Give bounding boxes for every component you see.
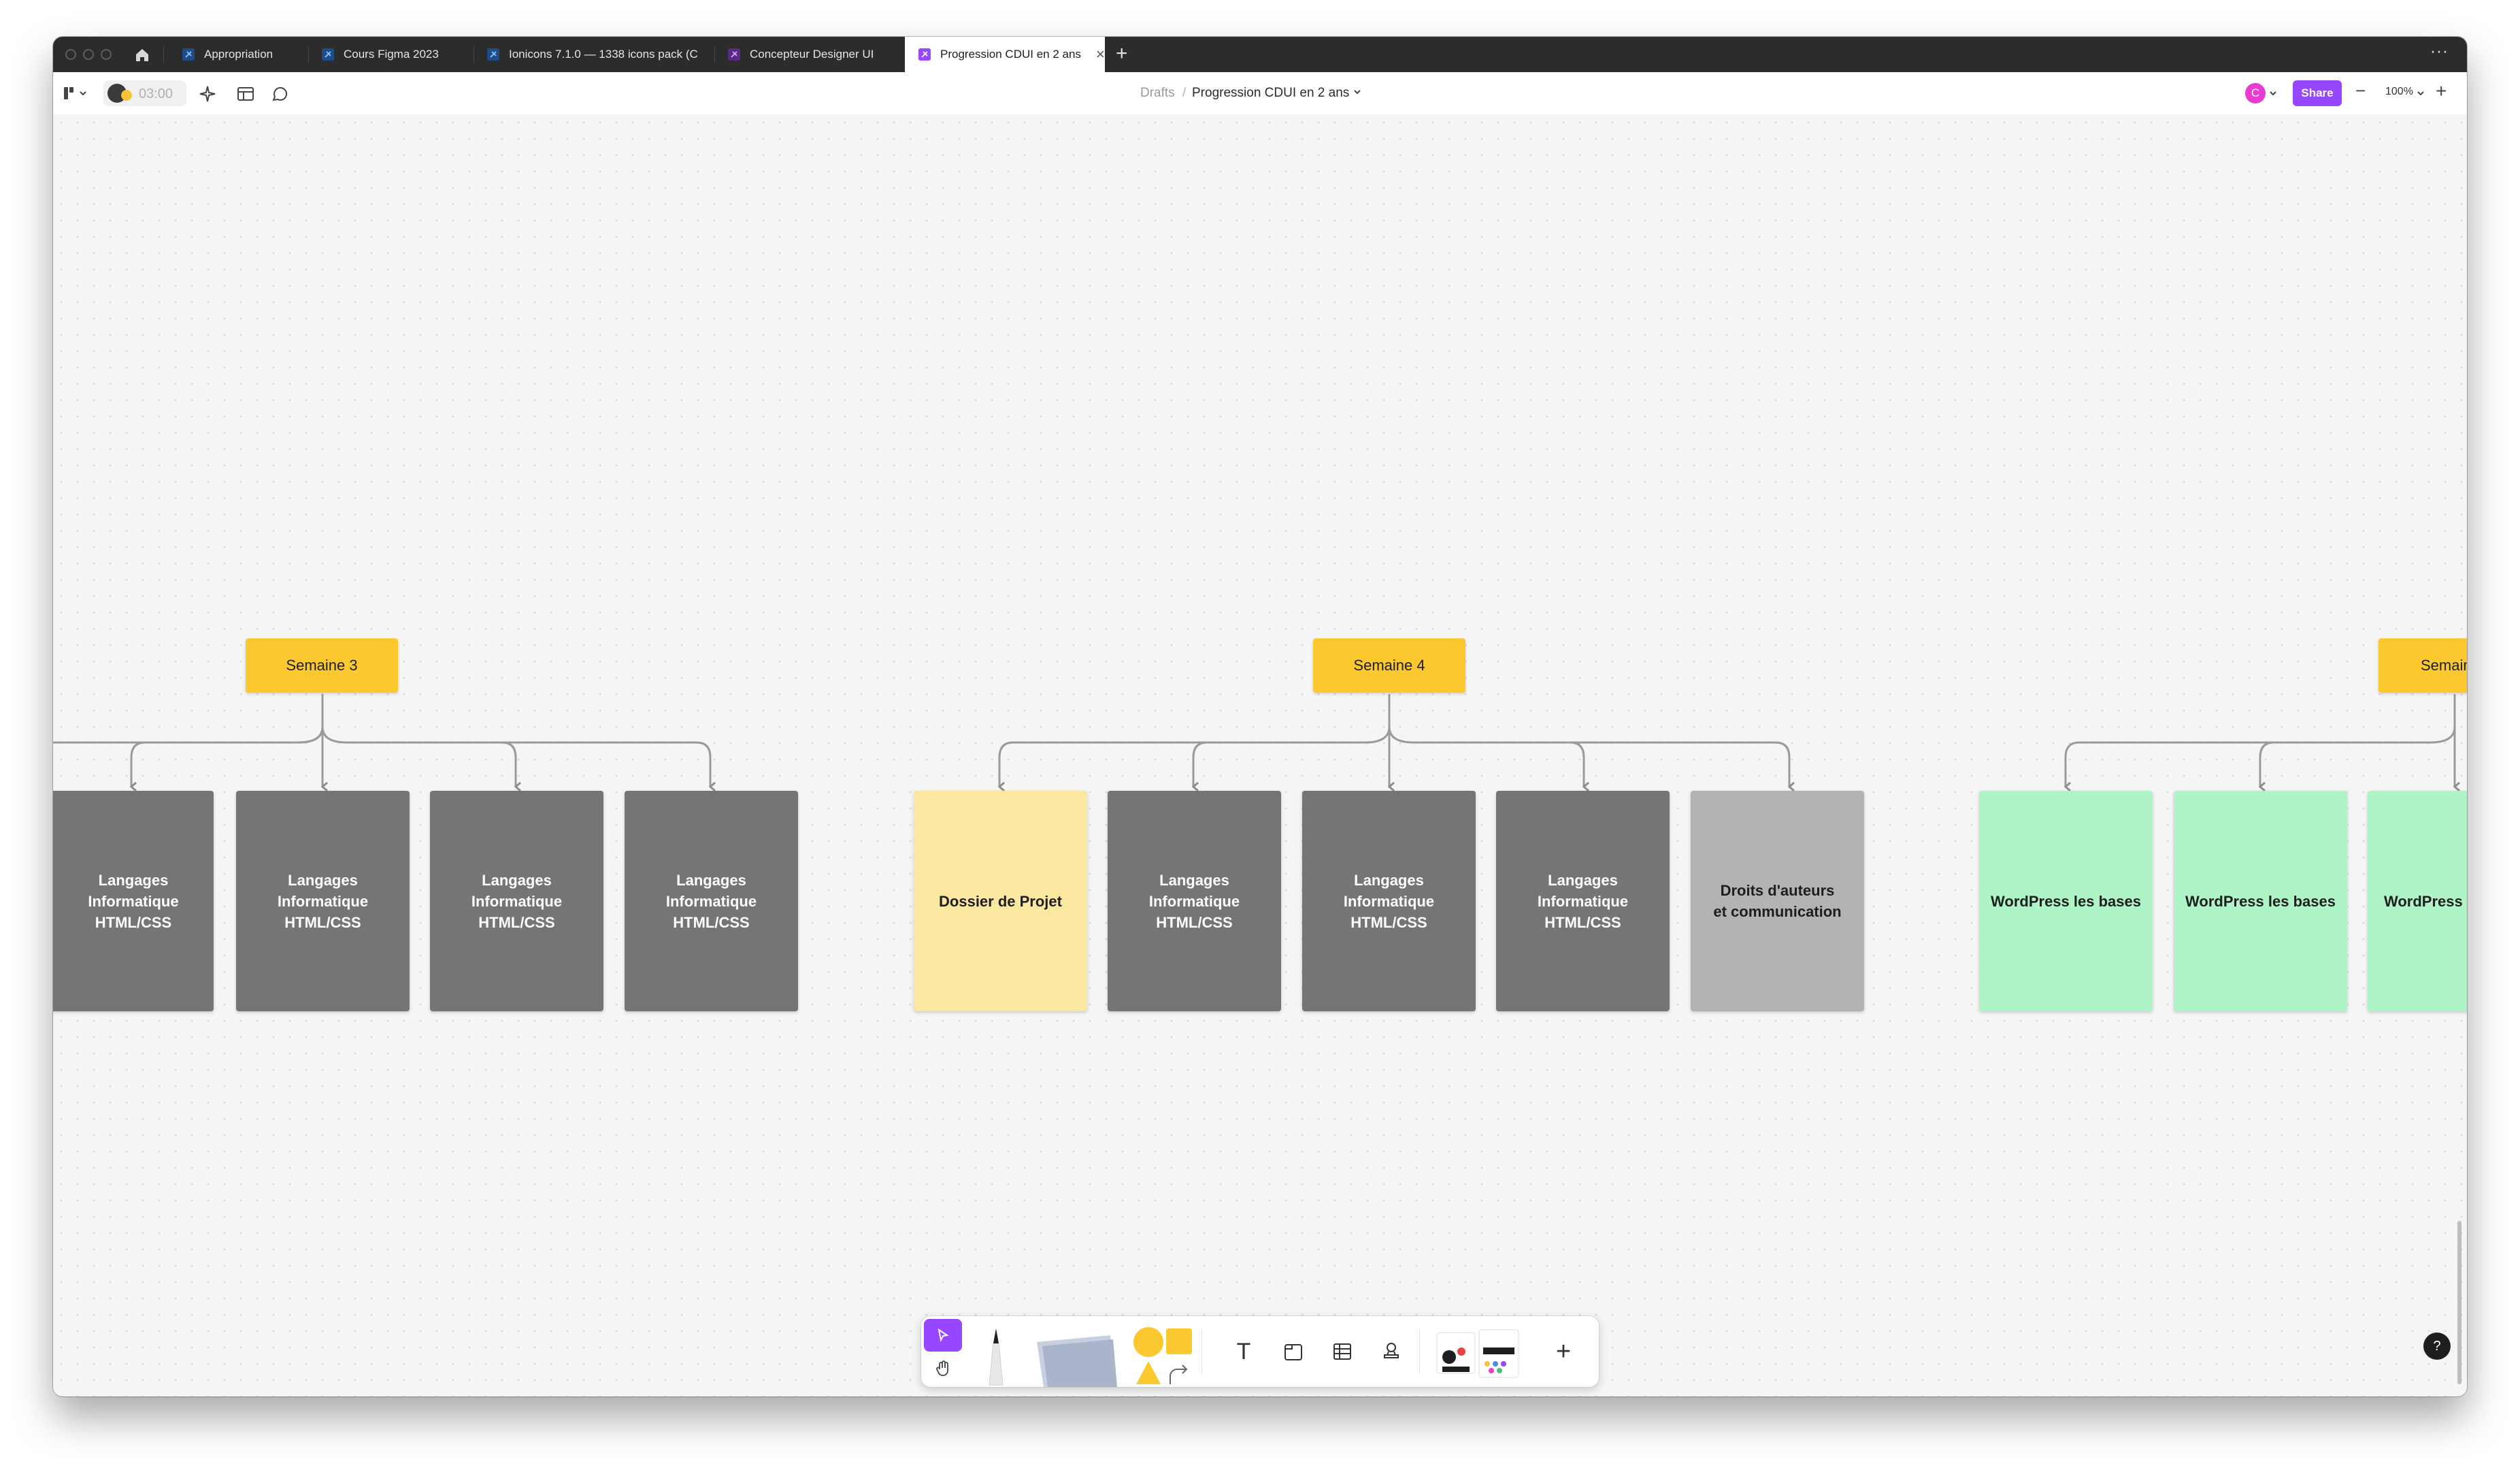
tab-label: Concepteur Designer UI — [750, 48, 874, 61]
share-button[interactable]: Share — [2293, 80, 2342, 106]
bottom-toolbar: T + — [921, 1316, 1599, 1387]
course-card[interactable]: Langages Informatique HTML/CSS — [53, 791, 214, 1011]
course-card[interactable]: Dossier de Projet — [914, 791, 1087, 1011]
widgets-button[interactable] — [1429, 1327, 1528, 1384]
sticky-note-icon — [1037, 1335, 1117, 1387]
shape-tool[interactable] — [1132, 1326, 1193, 1387]
card-label: Langages Informatique HTML/CSS — [665, 871, 757, 931]
course-card[interactable]: Langages Informatique HTML/CSS — [625, 791, 798, 1011]
plus-icon: + — [1555, 1337, 1572, 1366]
tab-cours-figma[interactable]: Cours Figma 2023 — [308, 37, 471, 72]
user-avatar[interactable]: C — [2245, 83, 2266, 103]
more-menu-icon[interactable]: ··· — [2430, 42, 2449, 61]
star-icon — [121, 90, 132, 101]
timer-widget[interactable]: 03:00 — [103, 80, 186, 106]
table-tool-button[interactable] — [1325, 1337, 1359, 1367]
card-label: WordPress les bases — [1991, 892, 2141, 910]
widgets-icon — [1436, 1329, 1519, 1378]
card-label: WordPress les bases — [2185, 892, 2336, 910]
tab-appropriation[interactable]: Appropriation — [169, 37, 305, 72]
stamp-tool-button[interactable] — [1374, 1337, 1408, 1367]
course-card[interactable]: Langages Informatique HTML/CSS — [430, 791, 603, 1011]
top-toolbar: 03:00 Drafts / Progression CDUI en 2 ans… — [53, 72, 2467, 115]
tab-label: Appropriation — [204, 48, 273, 61]
course-card[interactable]: Langages Informatique HTML/CSS — [1302, 791, 1476, 1011]
tab-concepteur-designer[interactable]: Concepteur Designer UI — [714, 37, 897, 72]
new-tab-button[interactable]: + — [1116, 42, 1128, 65]
card-label: Langages Informatique HTML/CSS — [471, 871, 563, 931]
course-card[interactable]: WordPress les bases — [2368, 791, 2467, 1011]
tab-label: Progression CDUI en 2 ans — [940, 48, 1081, 61]
select-tool-button[interactable] — [924, 1319, 962, 1352]
figma-file-icon — [182, 48, 195, 61]
add-more-button[interactable]: + — [1544, 1337, 1582, 1367]
help-button[interactable]: ? — [2423, 1333, 2451, 1360]
tab-label: Ionicons 7.1.0 — 1338 icons pack (C — [509, 48, 698, 61]
minimize-window-control[interactable] — [83, 49, 94, 60]
breadcrumb-separator: / — [1182, 86, 1187, 100]
course-card[interactable]: WordPress les bases — [1979, 791, 2153, 1011]
app-window: Appropriation Cours Figma 2023 Ionicons … — [53, 37, 2467, 1396]
vertical-scrollbar[interactable] — [2457, 1221, 2461, 1384]
sticky-note-tool[interactable] — [1030, 1328, 1120, 1387]
tab-bar: Appropriation Cours Figma 2023 Ionicons … — [53, 37, 2467, 72]
week-4-sticky[interactable]: Semaine 4 — [1313, 638, 1465, 693]
shapes-icon — [1133, 1327, 1192, 1384]
marker-tool[interactable] — [973, 1323, 1019, 1386]
card-label: Langages Informatique HTML/CSS — [277, 871, 369, 931]
card-label: Dossier de Projet — [939, 892, 1062, 910]
chevron-down-icon[interactable] — [2417, 88, 2425, 97]
card-label: Langages Informatique HTML/CSS — [1537, 871, 1629, 931]
main-menu-icon[interactable] — [63, 84, 90, 102]
hand-icon — [936, 1360, 948, 1376]
figma-file-icon — [322, 48, 334, 61]
connectors — [53, 694, 2467, 1396]
tab-label: Cours Figma 2023 — [344, 48, 439, 61]
text-tool-button[interactable]: T — [1223, 1337, 1264, 1367]
file-name[interactable]: Progression CDUI en 2 ans — [1192, 86, 1350, 100]
pen-icon — [989, 1328, 1004, 1386]
course-card[interactable]: Langages Informatique HTML/CSS — [1496, 791, 1670, 1011]
course-card[interactable]: Langages Informatique HTML/CSS — [236, 791, 410, 1011]
zoom-out-button[interactable]: − — [2355, 80, 2366, 101]
text-icon: T — [1236, 1338, 1251, 1365]
timer-value: 03:00 — [139, 86, 173, 101]
week-5-sticky[interactable]: Semaine — [2378, 638, 2467, 693]
stamp-icon — [1384, 1343, 1399, 1358]
card-label: WordPress les bases — [2384, 892, 2467, 910]
close-window-control[interactable] — [65, 49, 76, 60]
hand-tool-button[interactable] — [924, 1353, 962, 1384]
breadcrumb-root[interactable]: Drafts — [1140, 86, 1175, 100]
home-icon[interactable] — [133, 46, 151, 64]
table-icon — [1333, 1343, 1351, 1360]
tab-progression-cdui[interactable]: Progression CDUI en 2 ans × — [905, 37, 1105, 72]
course-card[interactable]: Langages Informatique HTML/CSS — [1108, 791, 1281, 1011]
close-tab-icon[interactable]: × — [1095, 46, 1105, 63]
zoom-level[interactable]: 100% — [2385, 86, 2413, 97]
section-icon — [1284, 1344, 1302, 1360]
tab-ionicons[interactable]: Ionicons 7.1.0 — 1338 icons pack (C — [474, 37, 713, 72]
figma-file-icon — [487, 48, 499, 61]
cursor-icon — [938, 1328, 949, 1343]
canvas[interactable]: Semaine 3 Semaine 4 Semaine Langages Inf… — [53, 114, 2467, 1396]
card-label: Langages Informatique HTML/CSS — [1343, 871, 1435, 931]
ai-sparkle-icon[interactable] — [197, 84, 218, 104]
maximize-window-control[interactable] — [101, 49, 112, 60]
layout-template-icon[interactable] — [235, 84, 256, 104]
figjam-file-icon — [918, 48, 931, 61]
card-label: Langages Informatique HTML/CSS — [88, 871, 179, 931]
week-3-sticky[interactable]: Semaine 3 — [246, 638, 398, 693]
card-label: Langages Informatique HTML/CSS — [1148, 871, 1240, 931]
zoom-in-button[interactable]: + — [2436, 80, 2447, 101]
course-card[interactable]: WordPress les bases — [2174, 791, 2347, 1011]
figjam-file-icon — [728, 48, 740, 61]
course-card[interactable]: Droits d'auteurs et communication — [1691, 791, 1864, 1011]
section-tool-button[interactable] — [1276, 1337, 1310, 1367]
card-label: Droits d'auteurs et communication — [1713, 882, 1842, 920]
comment-icon[interactable] — [269, 84, 290, 104]
chevron-down-icon[interactable] — [2268, 88, 2278, 98]
chevron-down-icon[interactable] — [1353, 87, 1362, 97]
